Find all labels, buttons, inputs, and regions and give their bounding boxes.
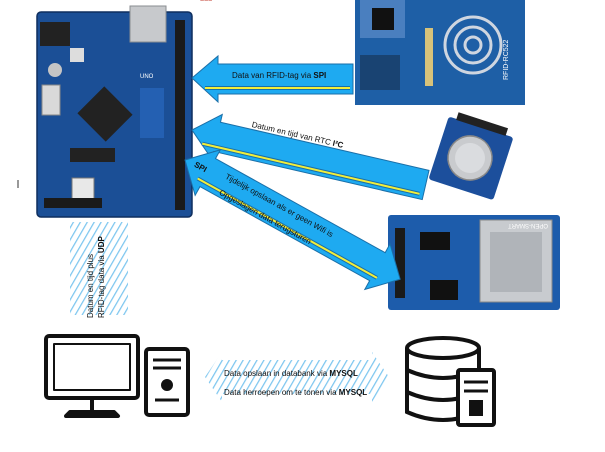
mysql-arrow (205, 352, 389, 402)
svg-text:UNO: UNO (140, 74, 154, 80)
udp-arrow-line2: RFID-tag data via UDP (97, 236, 106, 318)
rfid-arrow-label: Data van RFID-tag via SPI (232, 71, 327, 80)
rfid-module (355, 0, 525, 105)
rtc-arrow (191, 113, 430, 201)
arduino-board: UNO (36, 5, 193, 218)
mysql-arrow-line2: Data herroepen om te tonen via MYSQL (224, 388, 368, 397)
sd-board-label: OPEN-SMART (508, 222, 548, 228)
svg-text:~~~: ~~~ (200, 0, 212, 5)
rtc-module (429, 112, 513, 200)
database-icon (405, 336, 496, 427)
udp-arrow-line1: Datum en tijd plus (86, 253, 95, 318)
sd-module (388, 215, 560, 310)
udp-arrow (70, 222, 128, 315)
computer-icon (44, 334, 190, 418)
sd-arrow (184, 149, 401, 291)
rfid-board-label: RFID-RC522 (503, 39, 510, 80)
rfid-arrow (191, 54, 354, 104)
mysql-arrow-line1: Data opslaan in databank via MYSQL (224, 369, 358, 378)
